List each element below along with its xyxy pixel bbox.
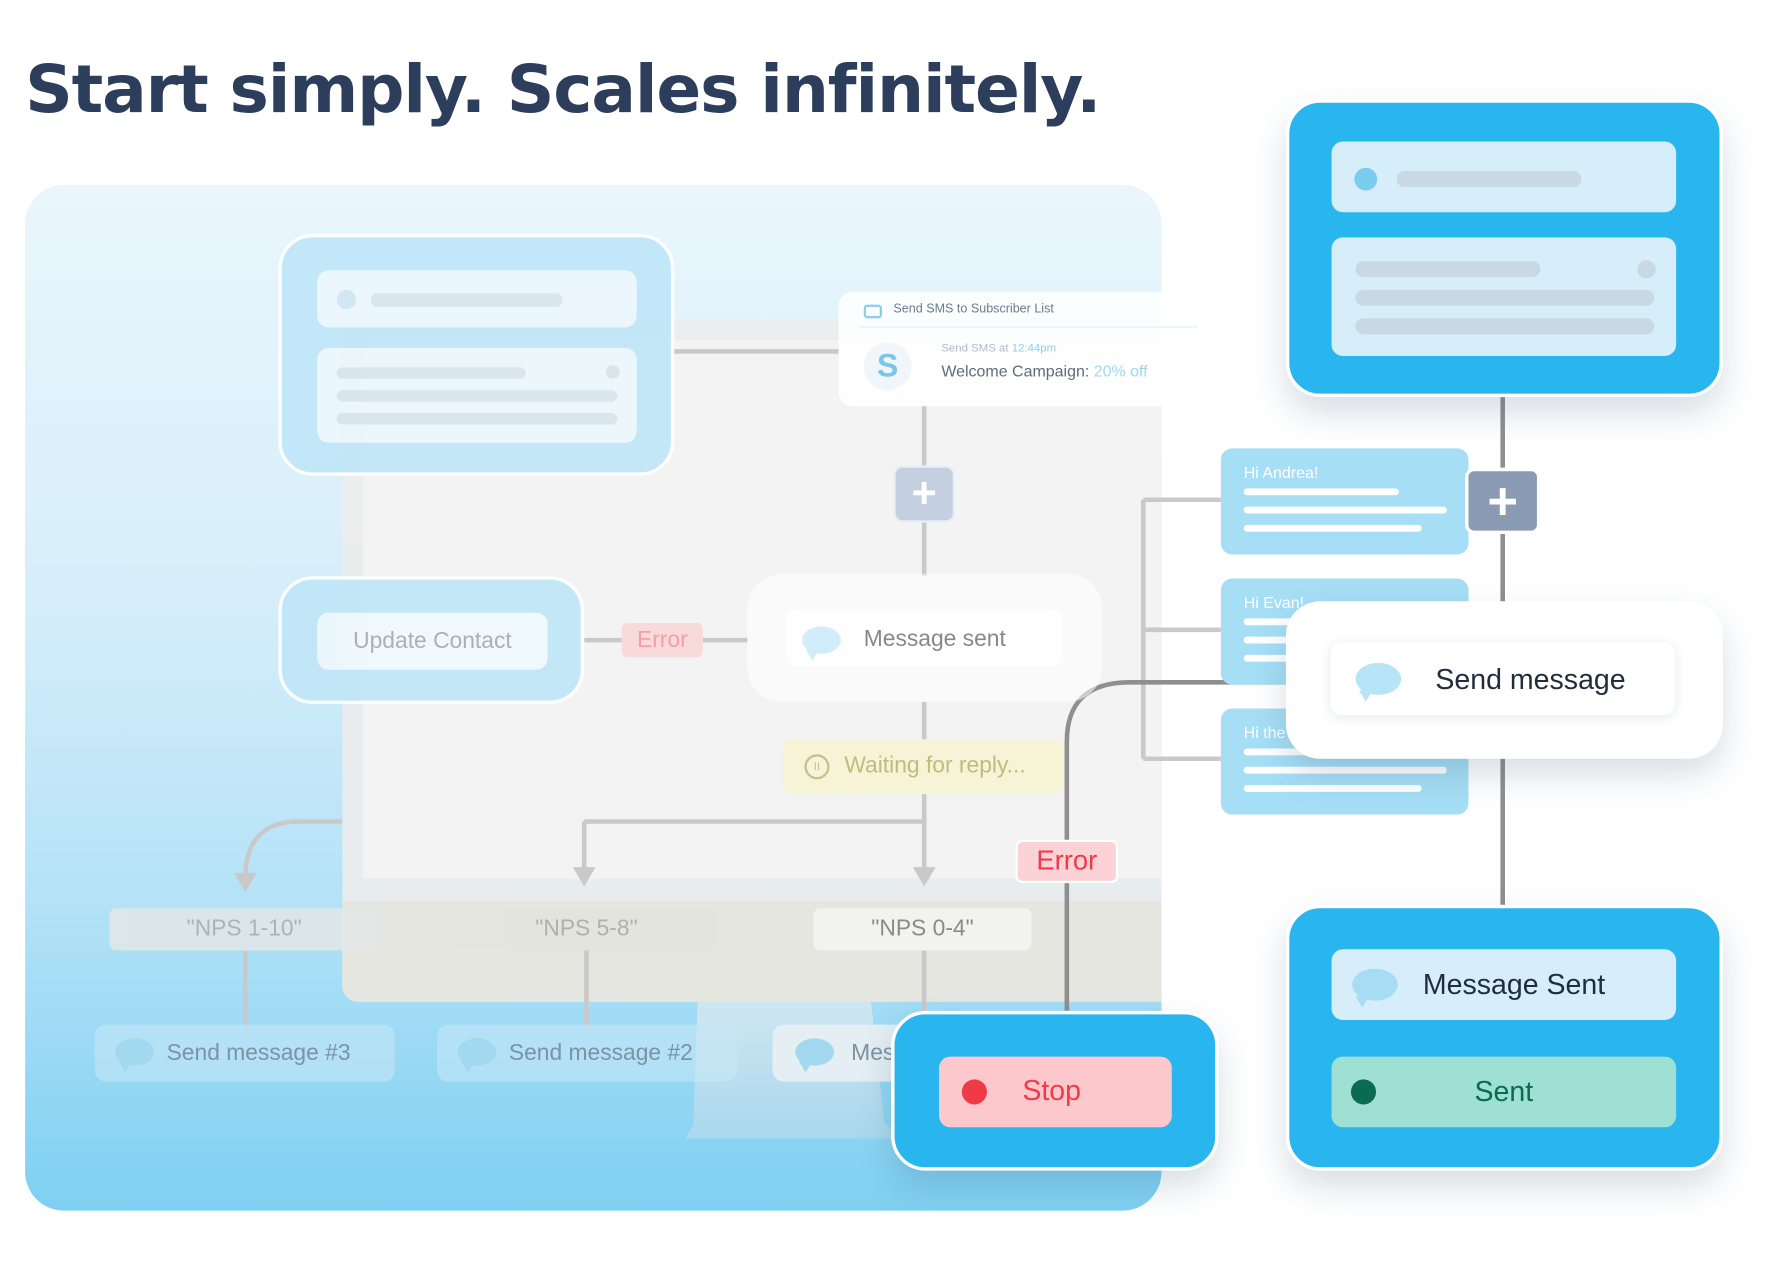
branch-nps-0-4: "NPS 0-4" [813,908,1032,951]
message-sent-label-faded: Message sent [863,626,1006,652]
error-badge-faded: Error [621,622,703,658]
message-sent-card-faded: Message sent [747,573,1103,702]
send-message-2-card: Send message #2 [437,1024,738,1082]
faded-trigger-card [278,233,675,476]
stop-button[interactable]: Stop [939,1056,1172,1128]
send-message-card[interactable]: Send message [1285,601,1723,759]
sms-send-time: Send SMS at 12:44pm [941,342,1057,355]
sms-card-header: Send SMS to Subscriber List [893,302,1054,317]
chat-icon [863,304,882,319]
check-bubble-icon [795,1038,835,1073]
green-dot-icon [1350,1079,1377,1105]
sms-campaign-title: Welcome Campaign: 20% off [941,361,1148,380]
sms-campaign-card[interactable]: Send SMS to Subscriber List S Send SMS a… [838,292,1219,407]
page-headline: Start simply. Scales infinitely. [25,50,1101,128]
stop-card[interactable]: Stop [891,1010,1219,1171]
chat-bubble-icon [115,1038,155,1073]
message-sent-card[interactable]: Message Sent Sent [1285,904,1723,1171]
red-dot-icon [961,1079,987,1105]
add-step-button[interactable]: + [1465,467,1541,534]
send-message-3-card: Send message #3 [94,1024,395,1082]
update-contact-button[interactable]: Update Contact [317,612,548,670]
check-bubble-icon [1352,968,1398,1008]
waiting-for-reply: II Waiting for reply... [782,739,1064,795]
sent-status: Sent [1331,1056,1677,1128]
chat-bubble-icon [1355,662,1402,702]
update-contact-card: Update Contact [278,576,585,704]
chat-bubble-icon [457,1038,497,1073]
error-badge: Error [1015,839,1119,884]
add-step-button-faded[interactable]: + [893,465,956,523]
chat-card-andrea: Hi Andrea! [1220,448,1469,555]
send-message-label: Send message [1435,664,1626,697]
message-sent-title: Message Sent [1422,968,1606,1001]
trigger-card[interactable] [1285,99,1723,398]
check-bubble-icon [802,626,841,661]
branch-nps-1-10: "NPS 1-10" [109,908,379,951]
branch-nps-5-8: "NPS 5-8" [455,908,718,951]
brand-logo-icon: S [863,342,912,391]
pause-icon: II [804,754,830,780]
